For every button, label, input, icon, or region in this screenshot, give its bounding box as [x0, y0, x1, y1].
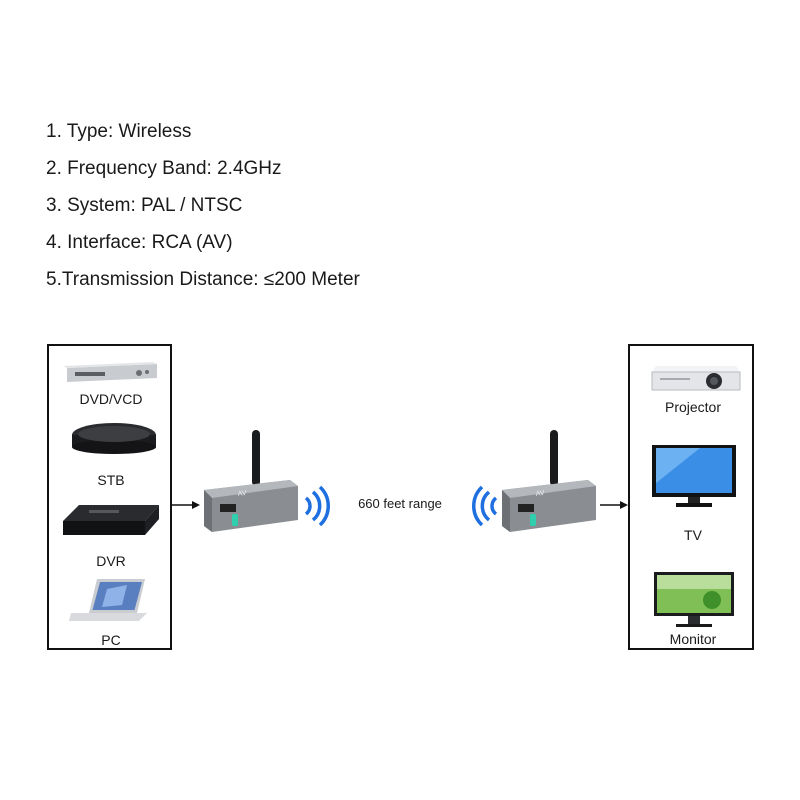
spec-item-system: 3. System: PAL / NTSC — [46, 195, 243, 216]
source-label-dvr: DVR — [96, 553, 126, 569]
range-label: 660 feet range — [358, 496, 442, 511]
arrow-to-transmitter — [172, 501, 200, 509]
display-label-monitor: Monitor — [669, 631, 717, 647]
spec-item-distance: 5.Transmission Distance: ≤200 Meter — [46, 269, 360, 290]
source-label-dvd: DVD/VCD — [79, 391, 143, 407]
display-label-tv: TV — [684, 527, 702, 543]
display-label-projector: Projector — [664, 399, 722, 415]
display-devices-box: Projector TV Monitor — [628, 344, 754, 650]
source-devices-box: DVD/VCD STB DVR PC — [47, 344, 172, 650]
dvr-icon — [63, 505, 159, 535]
receive-wave-icon — [472, 485, 498, 527]
set-top-box-icon — [72, 423, 156, 454]
spec-item-type: 1. Type: Wireless — [46, 121, 192, 142]
svg-text:AV: AV — [237, 490, 247, 498]
projector-icon — [651, 366, 741, 391]
spec-item-frequency: 2. Frequency Band: 2.4GHz — [46, 158, 282, 179]
receiver-device: AV — [502, 430, 596, 532]
spec-list: 1. Type: Wireless 2. Frequency Band: 2.4… — [46, 113, 360, 298]
transmitter-device: AV — [204, 430, 298, 532]
transmit-wave-icon — [304, 485, 330, 527]
laptop-icon — [69, 579, 147, 621]
tv-icon — [652, 445, 736, 507]
dvd-player-icon — [63, 362, 157, 382]
arrow-to-displays — [600, 501, 628, 509]
spec-item-interface: 4. Interface: RCA (AV) — [46, 232, 233, 253]
svg-text:AV: AV — [535, 490, 545, 498]
source-label-stb: STB — [97, 472, 125, 488]
monitor-icon — [654, 572, 734, 627]
source-label-pc: PC — [101, 632, 121, 648]
